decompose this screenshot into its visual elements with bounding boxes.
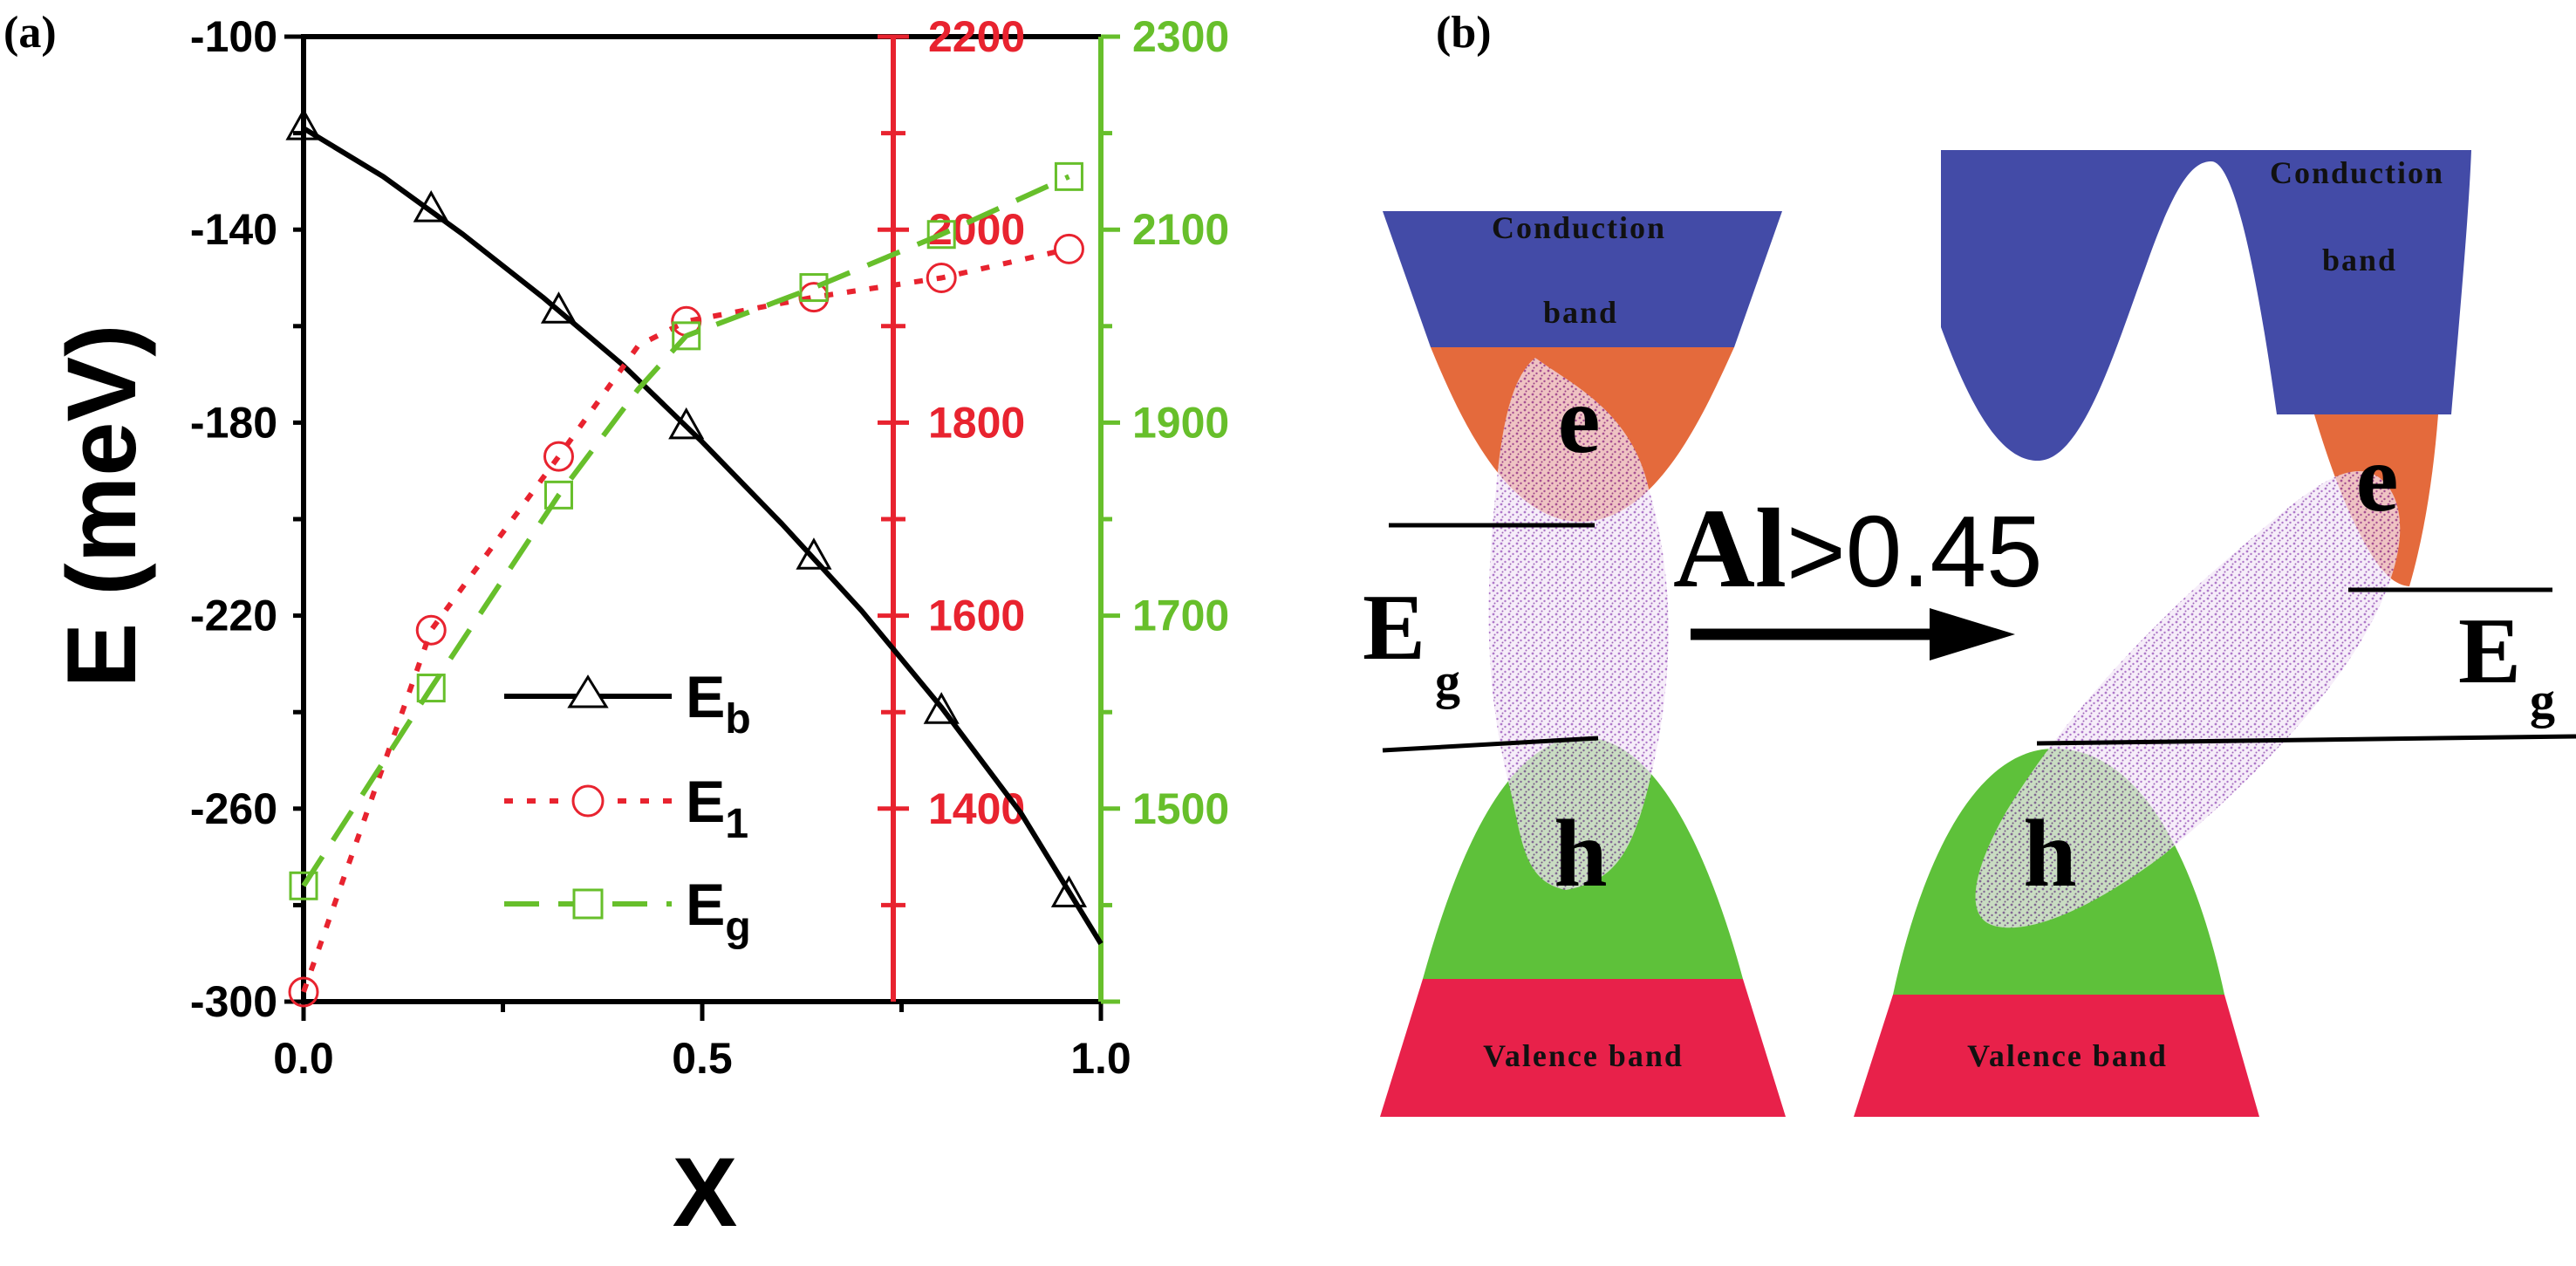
point-eb [413,190,449,222]
transition-threshold: >0.45 [1787,495,2043,608]
point-eg [672,321,701,351]
series-line-eg [301,174,1070,887]
point-eb [540,291,577,324]
band-diagram: Conduction band Valence band e h E g Al>… [1363,150,2576,1117]
left-valence-label: Valence band [1483,1038,1684,1073]
transition: Al>0.45 [1673,486,2043,660]
legend-entry-eb: Eb [504,664,751,742]
right-valence-band [1854,995,2259,1117]
red-tick-label: 1600 [928,592,1025,640]
point-eg [799,273,829,303]
legend-eb-main: E [686,664,725,730]
left-valence-band [1380,979,1786,1117]
point-eg [416,674,446,703]
point-e1 [288,976,319,1008]
right-valence-edge-line [2036,734,2576,746]
right-conduction-label-2: band [2322,243,2397,277]
transition-al: Al [1673,486,1787,612]
point-eb [285,108,322,140]
transition-label: Al>0.45 [1673,486,2043,612]
x-axis-title: X [673,1138,738,1247]
legend-eg-main: E [686,872,725,938]
point-e1 [543,441,574,472]
left-conduction-label: Conduction [1492,210,1666,245]
left-conduction-label-2: band [1543,295,1618,330]
right-conduction-band [1941,150,2471,462]
red-tick-label: 2000 [928,205,1025,254]
green-tick-label: 1900 [1132,398,1229,447]
y-axis-title: E (meV) [47,325,156,688]
left-tick-label: -220 [190,592,277,640]
left-tick-label: -260 [190,784,277,833]
transition-arrow-head-icon [1930,608,2015,660]
legend-marker-circle [571,784,605,818]
point-e1 [415,614,447,646]
right-gap-label: E [2458,599,2521,703]
point-eg [926,220,956,250]
right-conduction-label: Conduction [2270,155,2444,190]
right-band-structure: Conduction band Valence band e h E g [1854,150,2576,1117]
point-e1 [1053,233,1084,264]
left-gap-sub: g [1435,653,1460,709]
point-eb [1050,875,1088,907]
legend-eg-sub: g [725,904,750,950]
red-tick-label: 1400 [928,784,1025,833]
point-e1 [926,263,957,293]
left-tick-label: -180 [190,398,277,447]
left-band-structure: Conduction band Valence band e h E g [1363,210,1786,1117]
point-eb [796,537,832,570]
left-conduction-band [1383,211,1782,347]
point-eb [923,692,960,724]
left-hole-label: h [1554,800,1607,907]
right-exciton-cloud [1975,471,2401,928]
left-gap-label: E [1363,576,1425,680]
point-eg [289,871,318,900]
red-tick-label: 2200 [928,12,1025,61]
left-exciton-cloud [1488,358,1669,890]
right-hole-label: h [2023,800,2076,907]
x-tick-label: 0.5 [672,1034,733,1083]
legend-entry-eg: Eg [504,872,751,950]
green-tick-label: 1500 [1132,784,1229,833]
green-tick-label: 2300 [1132,12,1229,61]
series-line-e1 [301,246,1070,993]
panel-b-label: (b) [1436,8,1492,58]
red-tick-label: 1800 [928,398,1025,447]
right-gap-main: E [2458,599,2521,703]
point-eg [543,480,573,510]
left-electron-label: e [1558,366,1601,473]
panel-a-label: (a) [3,8,57,58]
legend-label-eb: Eb [686,664,751,742]
left-tick-label: -100 [190,12,277,61]
right-gap-sub: g [2530,672,2555,729]
x-tick-label: 0.0 [273,1034,334,1083]
left-tick-label: -300 [190,977,277,1026]
chart-panel-a: -100 -140 -180 -220 -260 -300 0.0 0.5 1.0 2200 200… [190,12,1229,1083]
x-tick-label: 1.0 [1070,1034,1131,1083]
legend-e1-main: E [686,769,725,835]
legend-label-e1: E1 [686,769,748,847]
right-valence-label: Valence band [1967,1038,2168,1073]
legend-marker-triangle [567,674,609,708]
point-eb [668,407,705,440]
green-tick-label: 1700 [1132,592,1229,640]
legend-entry-e1: E1 [504,769,748,847]
right-electron-label: e [2356,425,2399,531]
point-eg [1054,161,1083,191]
legend-e1-sub: 1 [725,801,748,847]
series-line-eb [302,126,1104,946]
green-tick-label: 2100 [1132,205,1229,254]
legend-marker-square [572,888,604,920]
legend-label-eg: Eg [686,872,751,950]
left-gap-main: E [1363,576,1425,680]
legend: Eb E1 Eg [504,664,751,950]
legend-eb-sub: b [725,696,750,742]
left-tick-label: -140 [190,205,277,254]
left-valence-edge-line [1382,736,1599,753]
